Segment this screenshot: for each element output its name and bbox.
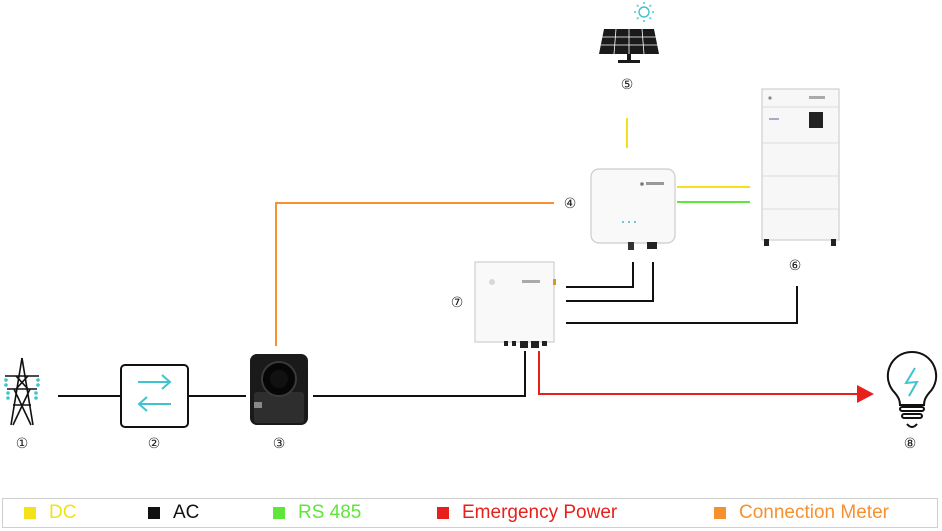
current-clamp-icon <box>250 354 308 425</box>
legend: DC AC RS 485 Emergency Power Connection … <box>2 498 938 528</box>
ac-line-clamp-box <box>313 351 526 397</box>
node-label-6: ⑥ <box>789 258 802 274</box>
legend-label-ac: AC <box>173 502 200 523</box>
legend-swatch-dc <box>24 507 36 519</box>
legend-item-dc: DC <box>24 499 76 527</box>
node-label-3: ③ <box>273 436 286 452</box>
legend-swatch-rs485 <box>273 507 285 519</box>
legend-item-emergency: Emergency Power <box>437 499 617 527</box>
switch-arrows-icon <box>120 364 189 428</box>
emergency-line <box>538 351 860 395</box>
node-numbers: ① ② ③ ④ ⑤ ⑥ ⑦ ⑧ <box>16 77 917 452</box>
connection-lines <box>58 118 874 403</box>
meter-line <box>275 202 554 346</box>
legend-label-meter: Connection Meter <box>739 502 889 523</box>
legend-label-rs485: RS 485 <box>298 502 362 523</box>
node-label-5: ⑤ <box>621 77 634 93</box>
sun-icon <box>634 2 654 22</box>
node-label-1: ① <box>16 436 29 452</box>
backup-box-icon <box>474 261 556 348</box>
emergency-arrowhead <box>857 385 874 403</box>
legend-swatch-emergency <box>437 507 449 519</box>
ac-line-inverter-1 <box>566 262 634 288</box>
node-label-7: ⑦ <box>451 295 464 311</box>
legend-item-ac: AC <box>148 499 199 527</box>
node-label-8: ⑧ <box>904 436 917 452</box>
legend-item-meter: Connection Meter <box>714 499 889 527</box>
inverter-icon <box>590 168 676 250</box>
power-pylon-icon <box>4 357 40 426</box>
legend-label-dc: DC <box>49 502 77 523</box>
legend-label-emergency: Emergency Power <box>462 502 618 523</box>
ac-line-battery <box>566 286 798 324</box>
lightbulb-icon <box>886 350 938 428</box>
battery-cabinet-icon <box>761 88 840 246</box>
ac-line-inverter-2 <box>566 262 654 302</box>
node-label-2: ② <box>148 436 161 452</box>
legend-swatch-meter <box>714 507 726 519</box>
node-label-4: ④ <box>564 196 577 212</box>
legend-item-rs485: RS 485 <box>273 499 361 527</box>
legend-swatch-ac <box>148 507 160 519</box>
solar-panel-icon <box>599 28 659 63</box>
